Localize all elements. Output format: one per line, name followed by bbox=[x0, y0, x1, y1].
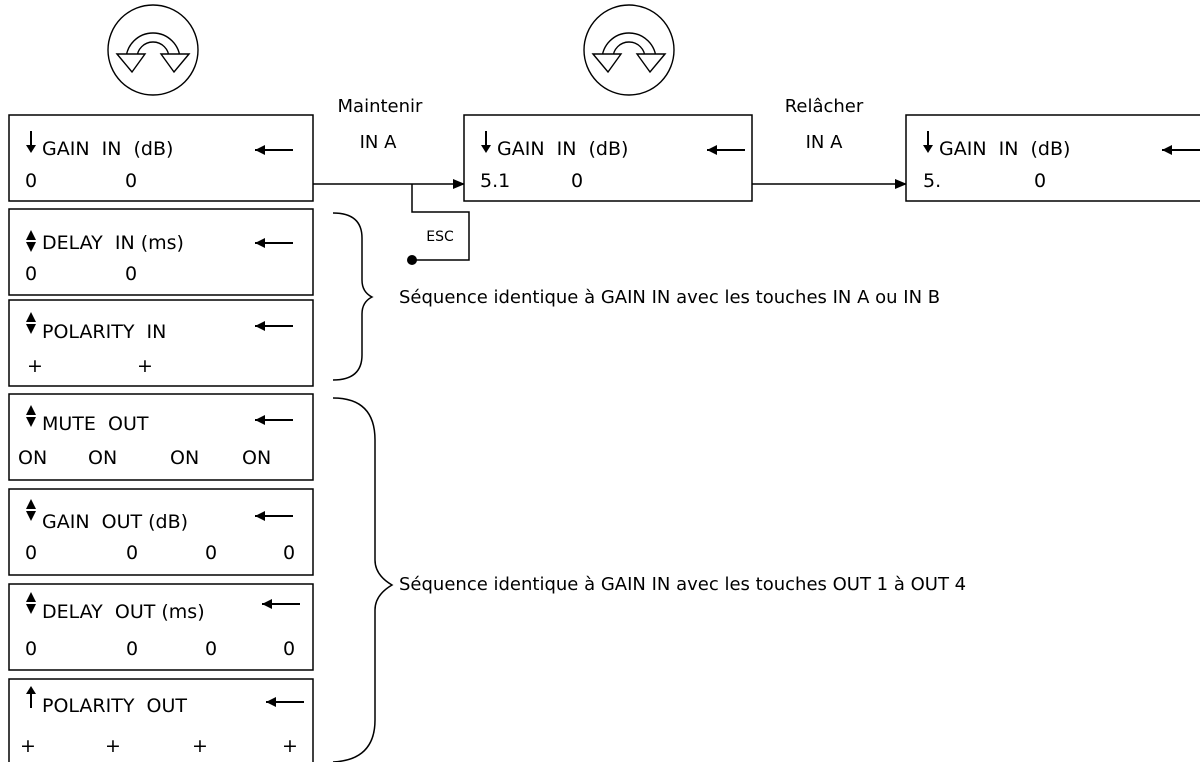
screen-value: 0 bbox=[125, 263, 137, 285]
lcd-screen-gain-in-release: GAIN IN (dB) 5. 0 bbox=[905, 114, 1200, 202]
note-inputs: Séquence identique à GAIN IN avec les to… bbox=[399, 287, 940, 308]
screen-value: ON bbox=[88, 447, 117, 469]
screen-value: + bbox=[20, 735, 36, 757]
rotary-encoder-icon bbox=[583, 4, 675, 96]
screen-title: GAIN IN (dB) bbox=[497, 138, 628, 160]
lcd-screen-gain-out: GAIN OUT (dB) 0 0 0 0 bbox=[8, 488, 314, 576]
screen-value: ON bbox=[18, 447, 47, 469]
screen-value: + bbox=[192, 735, 208, 757]
screen-title: DELAY OUT (ms) bbox=[42, 601, 205, 623]
screen-value: 0 bbox=[1034, 170, 1046, 192]
screen-value: + bbox=[105, 735, 121, 757]
brace-inputs bbox=[332, 212, 374, 381]
hold-label-line1: Maintenir bbox=[338, 96, 424, 117]
screen-value: 0 bbox=[571, 170, 583, 192]
screen-title: POLARITY OUT bbox=[42, 695, 187, 717]
lcd-screen-delay-out: DELAY OUT (ms) 0 0 0 0 bbox=[8, 583, 314, 671]
screen-value: 0 bbox=[205, 542, 217, 564]
lcd-screen-delay-in: DELAY IN (ms) 0 0 bbox=[8, 208, 314, 296]
lcd-screen-gain-in: GAIN IN (dB) 0 0 bbox=[8, 114, 314, 202]
note-outputs: Séquence identique à GAIN IN avec les to… bbox=[399, 574, 966, 595]
screen-value: + bbox=[282, 735, 298, 757]
screen-title: POLARITY IN bbox=[42, 321, 166, 343]
screen-value: + bbox=[27, 355, 43, 377]
lcd-screen-gain-in-hold: GAIN IN (dB) 5.1 0 bbox=[463, 114, 753, 202]
lcd-screen-polarity-in: POLARITY IN + + bbox=[8, 299, 314, 387]
screen-value: 0 bbox=[25, 638, 37, 660]
hold-label-line2: IN A bbox=[360, 132, 397, 153]
screen-value: 0 bbox=[25, 263, 37, 285]
screen-value: 0 bbox=[283, 638, 295, 660]
screen-title: GAIN IN (dB) bbox=[42, 138, 173, 160]
screen-value: ON bbox=[242, 447, 271, 469]
release-label-line2: IN A bbox=[806, 132, 843, 153]
screen-value: 0 bbox=[25, 542, 37, 564]
esc-path bbox=[411, 184, 470, 261]
brace-outputs bbox=[332, 397, 394, 762]
screen-value: 0 bbox=[205, 638, 217, 660]
screen-value: 0 bbox=[125, 170, 137, 192]
screen-value: 0 bbox=[126, 542, 138, 564]
lcd-screen-mute-out: MUTE OUT ON ON ON ON bbox=[8, 393, 314, 481]
screen-value: 0 bbox=[126, 638, 138, 660]
esc-dot bbox=[407, 255, 417, 265]
screen-value: 5. bbox=[923, 170, 941, 192]
screen-value: 0 bbox=[283, 542, 295, 564]
screen-value: 5.1 bbox=[480, 170, 510, 192]
lcd-screen-polarity-out: POLARITY OUT + + + + bbox=[8, 678, 314, 762]
esc-label: ESC bbox=[426, 229, 454, 245]
rotary-encoder-icon bbox=[107, 4, 199, 96]
release-label-line1: Relâcher bbox=[785, 96, 864, 117]
screen-title: MUTE OUT bbox=[42, 413, 149, 435]
screen-title: DELAY IN (ms) bbox=[42, 232, 184, 254]
screen-title: GAIN IN (dB) bbox=[939, 138, 1070, 160]
screen-value: + bbox=[137, 355, 153, 377]
screen-title: GAIN OUT (dB) bbox=[42, 511, 188, 533]
screen-value: ON bbox=[170, 447, 199, 469]
screen-value: 0 bbox=[25, 170, 37, 192]
